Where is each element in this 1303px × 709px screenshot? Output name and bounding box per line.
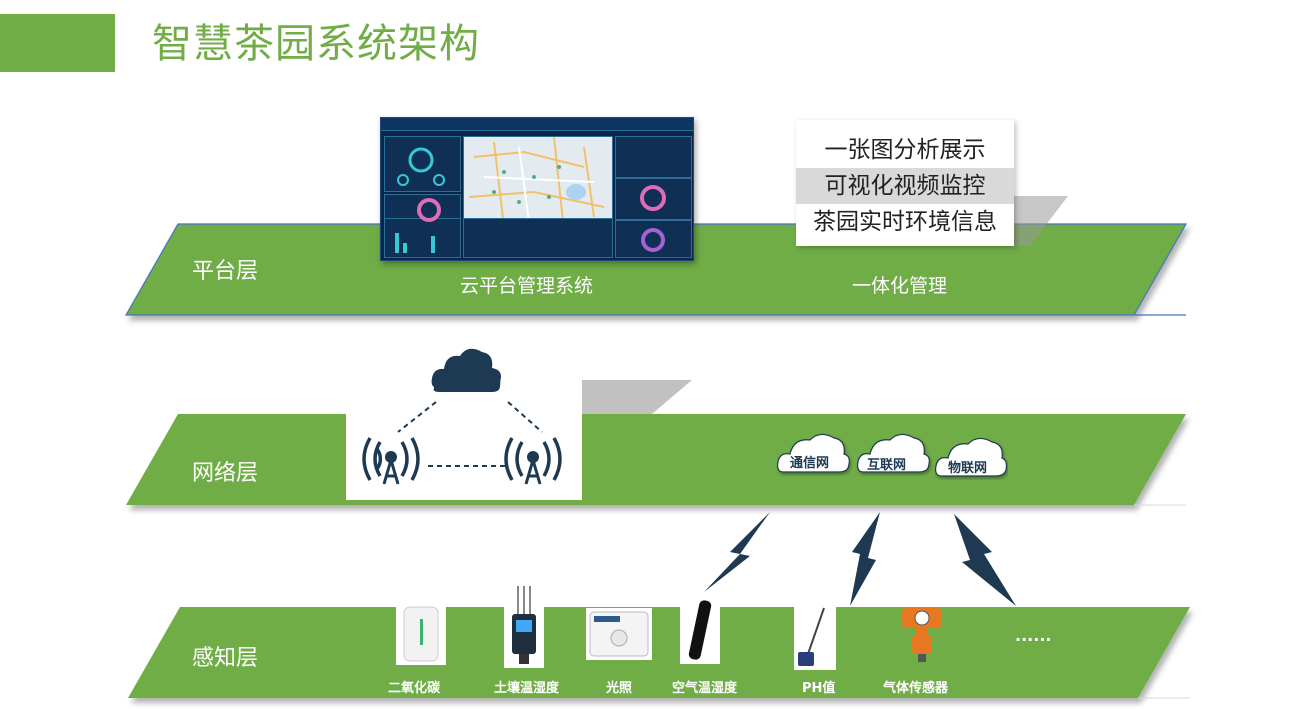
sensor-label: 二氧化碳 bbox=[388, 681, 441, 696]
network-clouds bbox=[777, 433, 1008, 477]
network-layer-label: 网络层 bbox=[192, 461, 259, 486]
lightning-icon bbox=[704, 512, 770, 592]
dashboard-screenshot bbox=[380, 117, 694, 261]
dashboard-panel bbox=[615, 136, 692, 178]
dashboard-panel bbox=[463, 218, 613, 258]
info-shadow bbox=[1014, 196, 1068, 246]
lightning-icon bbox=[850, 512, 880, 606]
dashboard-charts bbox=[395, 147, 666, 253]
title-accent-bar bbox=[0, 14, 115, 72]
co2-sensor-image bbox=[396, 603, 446, 665]
cloud-system-label: 云平台管理系统 bbox=[460, 275, 594, 297]
sensor-label: 空气温湿度 bbox=[672, 681, 738, 696]
antenna-icon bbox=[504, 437, 562, 485]
network-layer-band bbox=[126, 414, 1186, 505]
integrated-management-label: 一体化管理 bbox=[852, 275, 948, 297]
cloud-label: 物联网 bbox=[948, 461, 988, 476]
light-sensor-image bbox=[586, 608, 652, 660]
gas-sensor-image bbox=[894, 598, 950, 664]
sensor-label: PH值 bbox=[802, 681, 836, 696]
feature-item: 茶园实时环境信息 bbox=[813, 209, 997, 235]
dashboard-panel bbox=[615, 178, 692, 220]
ph-sensor-image bbox=[794, 606, 836, 670]
cloud-label: 互联网 bbox=[867, 458, 907, 473]
network-diagram bbox=[346, 355, 582, 500]
feature-item: 一张图分析展示 bbox=[824, 137, 986, 163]
page-title: 智慧茶园系统架构 bbox=[152, 21, 480, 67]
feature-list: 一张图分析展示 可视化视频监控 茶园实时环境信息 bbox=[796, 120, 1014, 246]
air-sensor-image bbox=[680, 598, 720, 664]
sensor-label: 气体传感器 bbox=[883, 681, 949, 696]
dashboard-topbar bbox=[381, 118, 693, 131]
more-indicator: ...... bbox=[1015, 626, 1052, 645]
soil-sensor-image bbox=[504, 584, 544, 668]
dashboard-panel bbox=[384, 136, 461, 192]
feature-item: 可视化视频监控 bbox=[796, 168, 1014, 204]
lightning-icons bbox=[704, 512, 1016, 606]
antenna-icon bbox=[362, 437, 420, 485]
lightning-icon bbox=[954, 514, 1016, 606]
sensor-label: 土壤温湿度 bbox=[494, 681, 560, 696]
cloud-icon bbox=[431, 348, 501, 388]
perception-layer-band bbox=[128, 607, 1190, 698]
cloud-label: 通信网 bbox=[790, 456, 830, 471]
dashboard-map bbox=[463, 136, 613, 232]
perception-layer-label: 感知层 bbox=[192, 646, 259, 671]
network-box-shadow bbox=[582, 380, 692, 414]
platform-layer-label: 平台层 bbox=[192, 259, 259, 284]
sensor-label: 光照 bbox=[606, 681, 633, 696]
